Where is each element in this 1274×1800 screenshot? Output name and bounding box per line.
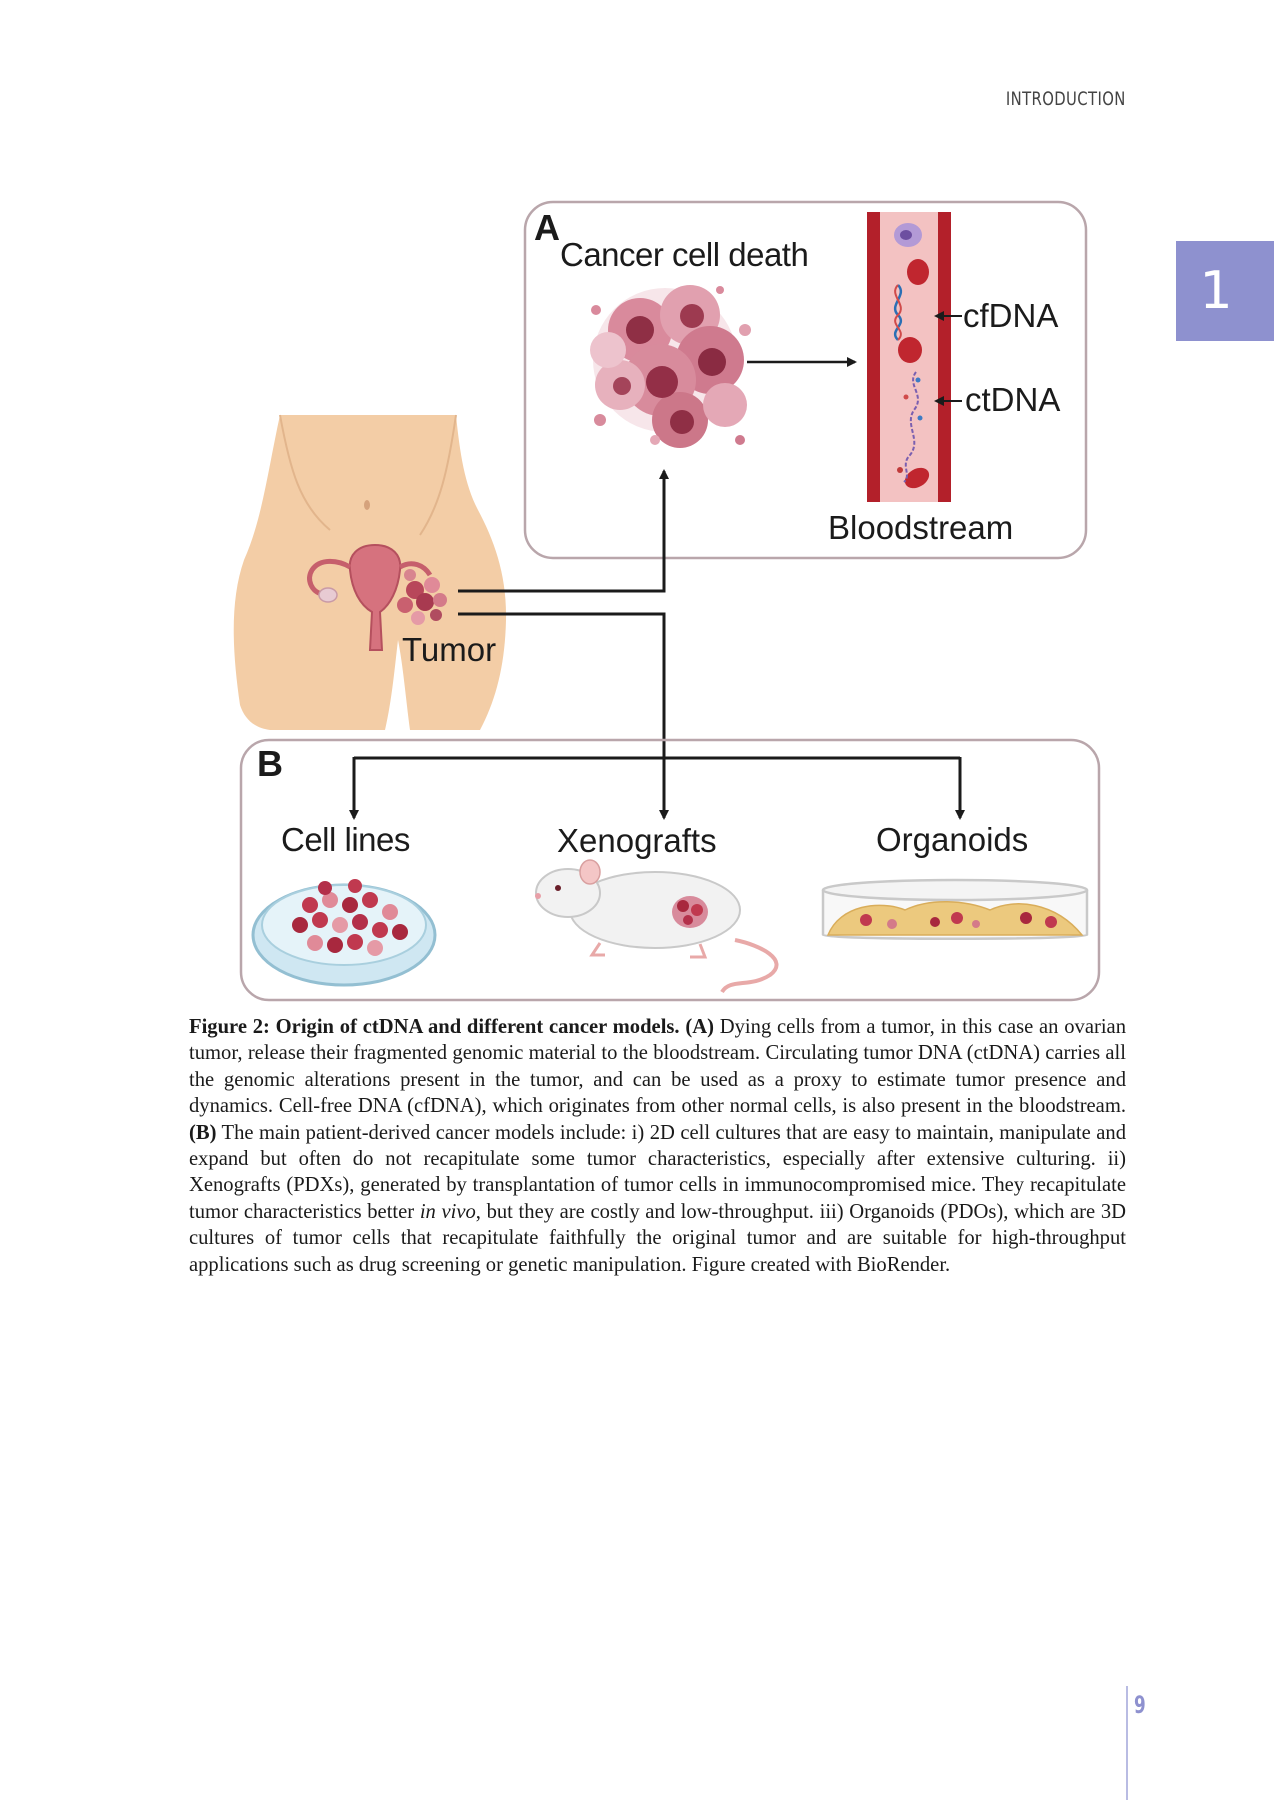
ctdna-label: ctDNA <box>965 381 1060 418</box>
petri-dish-icon <box>251 879 437 987</box>
caption-tag-b: (B) <box>189 1121 217 1144</box>
panel-b-box <box>239 738 1101 1002</box>
ovarian-tumor-icon <box>397 569 447 625</box>
caption-text-b-italic: in vivo <box>419 1200 476 1223</box>
chapter-number: 1 <box>1199 261 1233 321</box>
dying-cancer-cells-icon <box>590 285 751 448</box>
caption-tag-a: (A) <box>685 1016 714 1038</box>
panel-a-box <box>523 200 1088 560</box>
blood-vessel-icon <box>867 212 951 502</box>
ovary-icon <box>318 587 338 603</box>
figure-caption: Figure 2: Origin of ctDNA and different … <box>189 1014 1126 1278</box>
tumor-label: Tumor <box>402 631 496 668</box>
mouse-icon <box>535 859 779 994</box>
figure-label: Figure 2: Origin of ctDNA and different … <box>189 1016 680 1038</box>
page-number-rule <box>1126 1686 1128 1800</box>
red-blood-cell-icon <box>907 259 929 285</box>
ctdna-strand-icon <box>903 371 919 483</box>
chapter-tab: 1 <box>1176 241 1274 341</box>
navel <box>364 500 370 510</box>
panel-a-title: Cancer cell death <box>560 236 808 273</box>
connector-tumor-to-panel-b <box>458 612 669 820</box>
bloodstream-label: Bloodstream <box>828 509 1013 546</box>
xenografts-label: Xenografts <box>557 822 717 859</box>
organoids-label: Organoids <box>876 821 1028 858</box>
panel-b-letter: B <box>257 743 283 784</box>
uterus-icon <box>307 543 433 651</box>
running-head: INTRODUCTION <box>1006 88 1126 110</box>
caption-text-b-2: , but they are costly and low-throughput… <box>189 1200 1127 1276</box>
caption-text-b-1: The main patient-derived cancer models i… <box>189 1121 1126 1223</box>
caption-text-a: Dying cells from a tumor, in this case a… <box>189 1016 1126 1118</box>
page-number: 9 <box>1134 1691 1146 1719</box>
cell-lines-label: Cell lines <box>281 821 410 858</box>
cfdna-label: cfDNA <box>963 297 1058 334</box>
panel-a-letter: A <box>534 207 560 248</box>
organoid-dish-icon <box>821 878 1089 940</box>
arrow-tumor-to-panel-a <box>458 469 669 593</box>
figure-2: Tumor A Cancer cell death cfDNA <box>233 200 1101 1002</box>
